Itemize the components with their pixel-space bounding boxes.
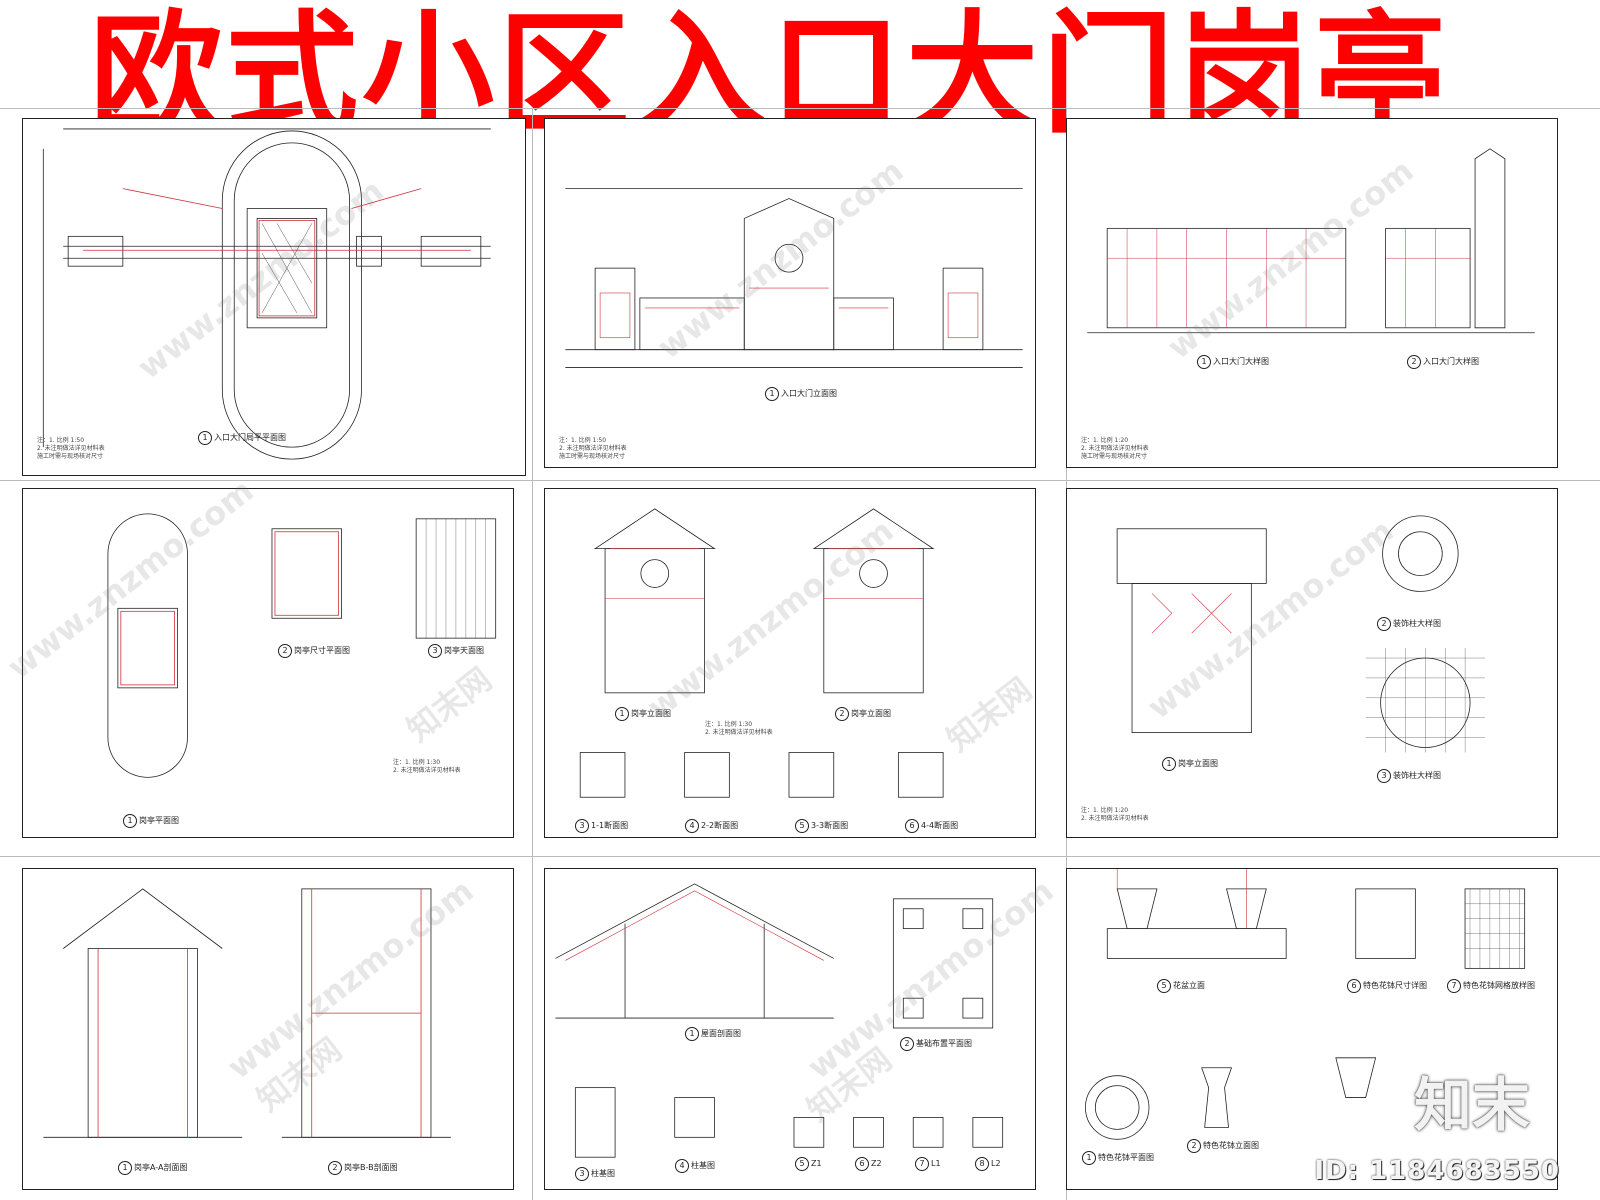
gate-detail-drawing [1087,148,1535,334]
kiosk-ornament-drawing [1116,515,1486,753]
grid-line [0,108,1600,109]
roof-foundation-drawing [555,883,1004,1158]
kiosk-plan-drawing [107,513,497,778]
kiosk-section-drawing [43,888,451,1138]
brand-logo: 知末 [1413,1071,1530,1139]
gate-elevation-drawing [565,188,1023,368]
image-id-label: ID: 1184683550 [1314,1156,1560,1186]
grid-line [532,108,533,1200]
grid-line [0,480,1600,481]
grid-line [0,856,1600,857]
gate-plan-drawing [42,128,491,460]
kiosk-elevation-drawing [579,508,944,798]
planter-drawing [1085,869,1526,1140]
